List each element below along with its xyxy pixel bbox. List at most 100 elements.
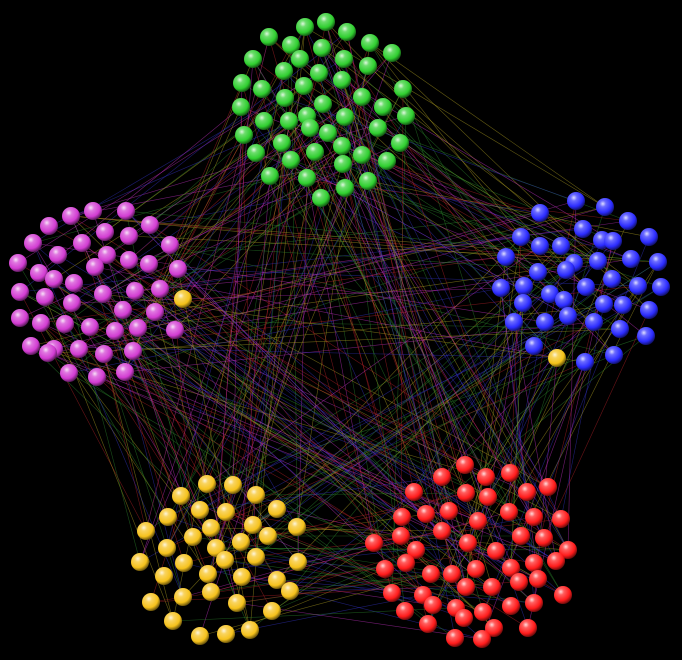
node-green <box>291 50 309 68</box>
node-yellow <box>164 612 182 630</box>
edge <box>276 508 402 537</box>
node-red <box>417 505 435 523</box>
cluster-magenta <box>9 202 192 386</box>
node-red <box>422 565 440 583</box>
node-blue <box>536 313 554 331</box>
edge <box>32 242 184 598</box>
edge <box>299 58 575 264</box>
edge <box>70 215 495 629</box>
edge <box>19 142 401 319</box>
node-magenta <box>129 319 147 337</box>
edge <box>255 556 432 575</box>
node-green <box>334 155 352 173</box>
edge <box>255 152 465 619</box>
node-red <box>510 573 528 591</box>
node-red <box>474 603 492 621</box>
node-yellow <box>263 602 281 620</box>
node-red <box>443 565 461 583</box>
node-magenta <box>11 309 29 327</box>
node-yellow <box>175 554 193 572</box>
node-green <box>361 34 379 52</box>
node-yellow <box>131 553 149 571</box>
edge <box>289 573 432 592</box>
edge <box>47 328 621 354</box>
node-yellow <box>259 527 277 545</box>
edge <box>53 187 346 350</box>
node-blue <box>577 278 595 296</box>
edge <box>252 120 290 526</box>
node-yellow <box>198 475 216 493</box>
node-blue <box>640 301 658 319</box>
edge <box>38 106 242 274</box>
edge <box>96 376 512 607</box>
node-blue <box>567 192 585 210</box>
node-yellow <box>191 627 209 645</box>
node-red <box>547 552 565 570</box>
node-red <box>396 602 414 620</box>
node-green <box>335 50 353 68</box>
node-green <box>232 98 250 116</box>
node-green <box>359 172 377 190</box>
node-green <box>233 74 251 92</box>
edge <box>341 79 511 474</box>
edge <box>57 254 557 562</box>
node-green <box>336 179 354 197</box>
node-magenta <box>62 207 80 225</box>
node-yellow <box>184 528 202 546</box>
edge <box>343 58 467 494</box>
edge <box>30 345 558 359</box>
node-blue <box>640 228 658 246</box>
node-magenta <box>63 294 81 312</box>
node-red <box>552 510 570 528</box>
node-magenta <box>169 260 187 278</box>
node-red <box>473 630 491 648</box>
node-magenta <box>96 223 114 241</box>
edge <box>199 476 443 511</box>
node-blue <box>515 277 533 295</box>
node-yellow <box>217 625 235 643</box>
node-yellow <box>289 553 307 571</box>
node-magenta <box>120 227 138 245</box>
edge <box>342 163 415 493</box>
node-red <box>539 478 557 496</box>
edge <box>342 163 520 583</box>
edge <box>132 304 624 352</box>
node-green <box>306 143 324 161</box>
node-blue <box>649 253 667 271</box>
edge <box>481 361 586 640</box>
edge <box>137 260 599 329</box>
node-green <box>317 13 335 31</box>
node-magenta <box>70 340 88 358</box>
node-magenta <box>94 285 112 303</box>
node-red <box>405 483 423 501</box>
node-magenta <box>56 315 74 333</box>
node-green <box>296 18 314 36</box>
node-blue <box>589 252 607 270</box>
edge <box>180 495 393 594</box>
node-red <box>455 609 473 627</box>
node-red <box>477 468 495 486</box>
edge <box>321 47 539 273</box>
node-red <box>469 512 487 530</box>
edge <box>169 244 615 356</box>
edge <box>297 177 308 563</box>
node-yellow <box>142 593 160 611</box>
edge <box>124 103 324 373</box>
edge <box>206 335 647 485</box>
node-blue <box>614 296 632 314</box>
edge <box>560 303 605 520</box>
edge <box>361 96 450 512</box>
edge <box>64 116 346 325</box>
node-magenta <box>65 274 83 292</box>
node-yellow <box>155 567 173 585</box>
edge <box>513 321 557 562</box>
node-magenta <box>22 337 40 355</box>
edge <box>68 287 502 374</box>
node-magenta <box>49 246 67 264</box>
node-red <box>467 560 485 578</box>
node-red <box>518 483 536 501</box>
edge <box>137 327 569 551</box>
node-yellow <box>268 500 286 518</box>
node-magenta <box>140 255 158 273</box>
node-magenta <box>117 202 135 220</box>
